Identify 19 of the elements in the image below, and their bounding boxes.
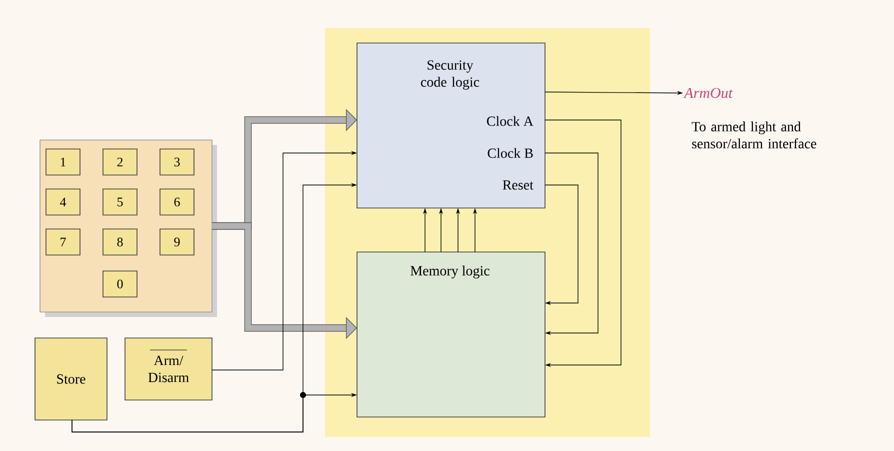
arrow <box>544 120 622 368</box>
logic-block: Memory logic <box>356 252 546 418</box>
key: 5 <box>102 188 138 216</box>
key: 1 <box>46 148 80 176</box>
key: 3 <box>160 148 194 176</box>
key: 0 <box>102 270 138 298</box>
key: 9 <box>160 228 194 256</box>
arrow <box>544 184 578 306</box>
key: 8 <box>102 228 138 256</box>
logic-block: Security code logic Clock A Clock B Reset <box>356 42 546 208</box>
key: 7 <box>46 228 80 256</box>
arrow <box>544 152 598 336</box>
note: To armed light and sensor/alarm interface <box>692 122 816 148</box>
arm-disarm-button: Arm/ Disarm <box>124 338 212 400</box>
key: 6 <box>160 188 194 216</box>
output-signal: ArmOut <box>683 88 733 98</box>
key: 2 <box>102 148 138 176</box>
key: 4 <box>46 188 80 216</box>
store-button: Store <box>34 338 108 420</box>
